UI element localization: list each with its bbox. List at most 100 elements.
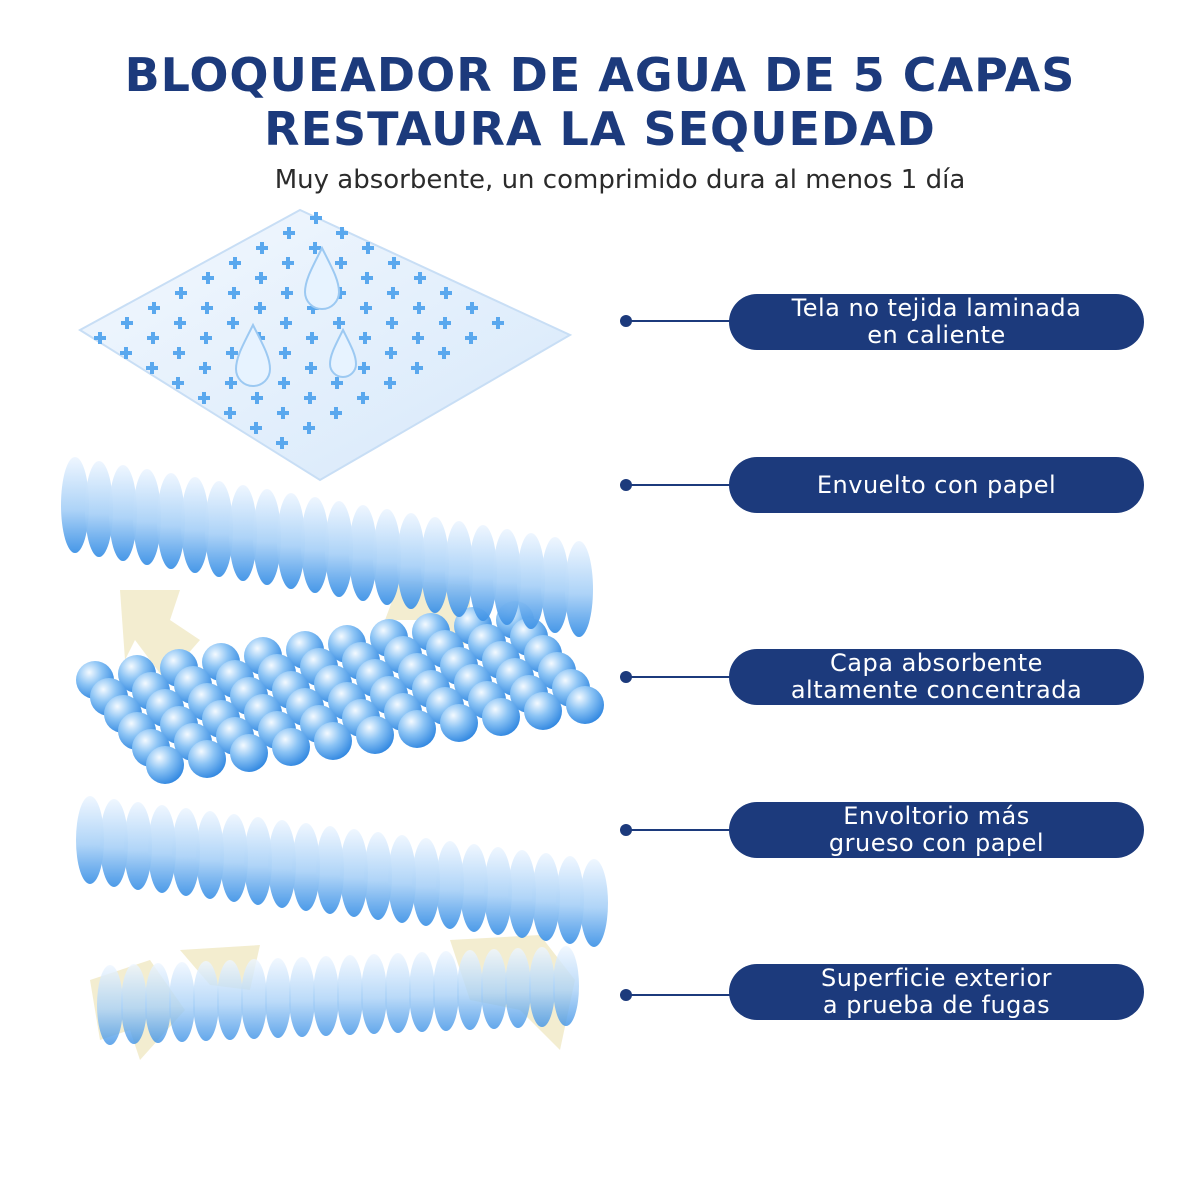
connector-2 (620, 479, 732, 491)
fiber-tube (268, 820, 296, 908)
fiber-tube (493, 529, 521, 625)
absorbent-sphere (314, 722, 352, 760)
layer-5-outer-surface (97, 946, 579, 1045)
label-layer-5: Superficie exterior a prueba de fugas (729, 964, 1144, 1020)
fiber-tube (121, 964, 147, 1044)
fiber-tube (469, 525, 497, 621)
connector-5 (620, 989, 732, 1001)
fiber-tube (241, 959, 267, 1039)
label-line: a prueba de fugas (822, 991, 1051, 1019)
fiber-tube (409, 952, 435, 1032)
fiber-tube (157, 473, 185, 569)
fiber-tube (289, 957, 315, 1037)
fiber-tube (508, 850, 536, 938)
fiber-tube (349, 505, 377, 601)
layer-2-paper-wrap (61, 457, 593, 637)
connector-3 (620, 671, 732, 683)
fiber-tube (169, 962, 195, 1042)
fiber-tube (484, 847, 512, 935)
fiber-tube (145, 963, 171, 1043)
absorbent-sphere (272, 728, 310, 766)
fiber-tube (340, 829, 368, 917)
fiber-tube (337, 955, 363, 1035)
fiber-tube (253, 489, 281, 585)
fiber-tube (436, 841, 464, 929)
label-line: grueso con papel (828, 829, 1045, 857)
title-line-1: BLOQUEADOR DE AGUA DE 5 CAPAS (124, 48, 1076, 102)
absorbent-sphere (482, 698, 520, 736)
page-subtitle: Muy absorbente, un comprimido dura al me… (274, 165, 966, 195)
layer-1-nonwoven-sheet (78, 208, 573, 482)
fiber-tube (553, 946, 579, 1026)
label-line: en caliente (867, 321, 1006, 349)
fiber-tube (265, 958, 291, 1038)
fiber-tube (565, 541, 593, 637)
connector-4 (620, 824, 732, 836)
absorbent-sphere (566, 686, 604, 724)
layer-4-thick-wrap (76, 796, 608, 947)
label-layer-1: Tela no tejida laminada en caliente (729, 294, 1144, 350)
fiber-tube (388, 835, 416, 923)
fiber-tube (244, 817, 272, 905)
fiber-tube (76, 796, 104, 884)
absorbent-sphere (440, 704, 478, 742)
water-drop-icon (234, 245, 358, 387)
fiber-tube (97, 965, 123, 1045)
label-line: Capa absorbente (830, 649, 1043, 677)
fiber-tube (325, 501, 353, 597)
title-line-2: RESTAURA LA SEQUEDAD (264, 102, 936, 156)
layer-3-absorbent-core (76, 601, 604, 784)
fiber-tube (433, 951, 459, 1031)
fiber-tube (364, 832, 392, 920)
fiber-tube (148, 805, 176, 893)
fiber-tube (541, 537, 569, 633)
fiber-tube (421, 517, 449, 613)
absorbent-sphere (524, 692, 562, 730)
fiber-tube (100, 799, 128, 887)
fiber-tube (412, 838, 440, 926)
label-layer-3: Capa absorbente altamente concentrada (729, 649, 1144, 705)
label-line: Envoltorio más (843, 802, 1030, 830)
fiber-tube (556, 856, 584, 944)
fiber-tube (460, 844, 488, 932)
absorbent-sphere (356, 716, 394, 754)
page-title: BLOQUEADOR DE AGUA DE 5 CAPAS RESTAURA L… (0, 48, 1200, 156)
label-layer-4: Envoltorio más grueso con papel (729, 802, 1144, 858)
fiber-tube (580, 859, 608, 947)
fiber-tube (217, 960, 243, 1040)
connector-1 (620, 315, 732, 327)
fiber-tube (301, 497, 329, 593)
fiber-tube (133, 469, 161, 565)
absorbent-sphere (188, 740, 226, 778)
fiber-tube (313, 956, 339, 1036)
fiber-tube (277, 493, 305, 589)
fiber-tube (124, 802, 152, 890)
fiber-tube (316, 826, 344, 914)
absorbent-sphere (230, 734, 268, 772)
fiber-tube (229, 485, 257, 581)
fiber-tube (85, 461, 113, 557)
label-line: Superficie exterior (821, 964, 1052, 992)
fiber-tube (172, 808, 200, 896)
fiber-tube (532, 853, 560, 941)
label-line: Tela no tejida laminada (791, 294, 1082, 322)
label-line: altamente concentrada (790, 676, 1083, 704)
label-layer-2: Envuelto con papel (729, 457, 1144, 513)
fiber-tube (529, 947, 555, 1027)
fiber-tube (61, 457, 89, 553)
fiber-tube (292, 823, 320, 911)
fiber-tube (481, 949, 507, 1029)
fiber-tube (193, 961, 219, 1041)
fiber-tube (205, 481, 233, 577)
label-line: Envuelto con papel (816, 470, 1057, 499)
fiber-tube (109, 465, 137, 561)
absorbent-sphere (146, 746, 184, 784)
fiber-tube (397, 513, 425, 609)
fiber-tube (385, 953, 411, 1033)
fiber-tube (373, 509, 401, 605)
fiber-tube (196, 811, 224, 899)
fiber-tube (517, 533, 545, 629)
fiber-tube (445, 521, 473, 617)
fiber-tube (181, 477, 209, 573)
